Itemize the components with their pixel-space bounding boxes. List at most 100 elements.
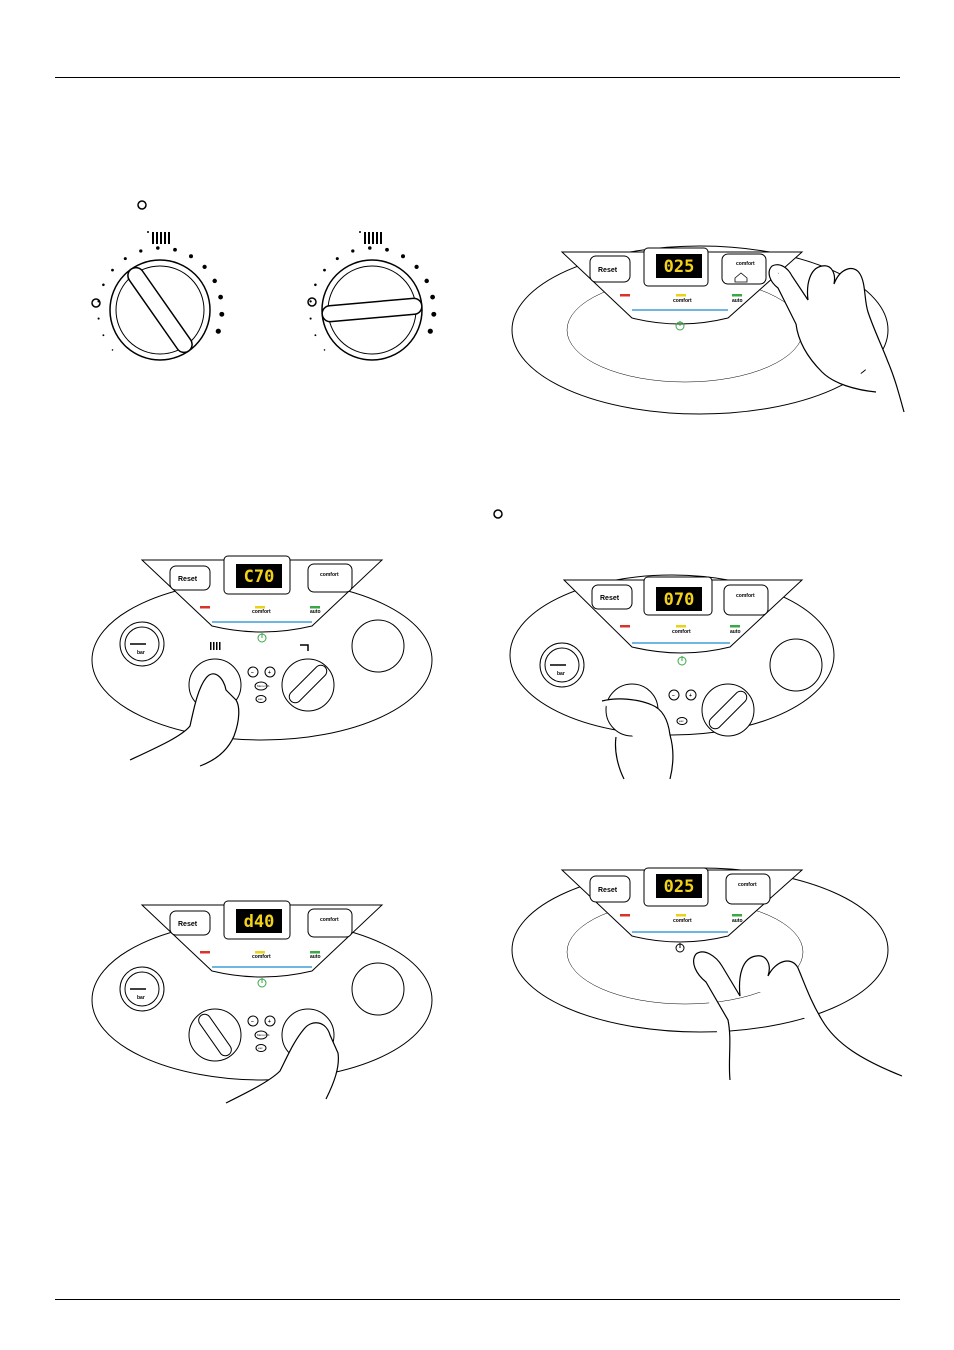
led-red	[620, 914, 630, 917]
power-icon[interactable]	[258, 978, 266, 987]
scale-dot	[173, 248, 177, 252]
scale-dot	[202, 265, 206, 269]
radiator-icon	[147, 231, 170, 244]
led-red	[620, 625, 630, 628]
fig-mid-left: Reset C70 comfort comfort auto bar − + M…	[90, 550, 435, 770]
comfort-label: comfort	[320, 572, 339, 578]
led-red	[620, 294, 630, 297]
scale-dot	[216, 329, 221, 334]
round-window	[770, 639, 822, 691]
tap-icon	[300, 645, 308, 651]
comfort-button[interactable]	[722, 254, 766, 284]
radiator-icon	[359, 231, 382, 244]
pressure-gauge-icon	[540, 643, 584, 687]
scale-dot	[431, 312, 436, 317]
display-value: 070	[664, 590, 695, 610]
scale-dot	[428, 329, 433, 334]
comfort-led-label: comfort	[252, 609, 271, 615]
scale-dot	[212, 279, 216, 283]
comfort-label: comfort	[736, 593, 755, 599]
fig-knobs	[80, 195, 460, 395]
hand-icon	[602, 699, 673, 779]
comfort-button[interactable]	[308, 564, 352, 592]
reset-label: Reset	[178, 576, 198, 583]
bar-label: bar	[557, 671, 565, 677]
fig-bottom-left: Reset d40 comfort comfort auto bar − + M…	[90, 895, 435, 1105]
menu-ok-label: Menu OK	[257, 684, 270, 688]
scale-dot	[414, 265, 418, 269]
marker-circle-icon	[494, 510, 502, 518]
comfort-led-label: comfort	[673, 298, 692, 304]
auto-led-label: auto	[310, 954, 321, 960]
scale-dot	[112, 349, 114, 351]
scale-dot	[156, 246, 160, 250]
comfort-button[interactable]	[308, 909, 352, 937]
led-green	[732, 914, 742, 917]
round-window	[352, 963, 404, 1015]
reset-label: Reset	[600, 595, 620, 602]
display-value: d40	[244, 912, 275, 932]
scale-dot	[385, 248, 389, 252]
scale-dot	[368, 246, 372, 250]
esc-label: esc	[679, 719, 684, 723]
auto-led-label: auto	[310, 609, 321, 615]
radiator-icon	[210, 642, 221, 650]
comfort-led-label: comfort	[673, 918, 692, 924]
bar-label: bar	[137, 650, 145, 656]
power-icon[interactable]	[678, 656, 686, 665]
display-value: 025	[664, 877, 695, 897]
hand-icon	[694, 952, 902, 1080]
heating-knob-left	[92, 231, 224, 360]
comfort-button[interactable]	[724, 585, 768, 615]
scale-dot	[139, 249, 142, 252]
scale-dot	[314, 334, 316, 336]
led-yellow	[676, 294, 686, 297]
scale-dot	[219, 312, 224, 317]
led-red	[200, 606, 210, 609]
scale-dot	[102, 284, 105, 287]
menu-ok-label: Menu OK	[257, 1033, 270, 1037]
comfort-button[interactable]	[726, 874, 770, 904]
scale-dot	[310, 318, 312, 320]
auto-led-label: auto	[732, 298, 743, 304]
esc-label: esc	[258, 1046, 263, 1050]
auto-led-label: auto	[730, 629, 741, 635]
scale-dot	[218, 295, 223, 300]
plus-label: +	[268, 670, 271, 676]
fig-bottom-right: Reset 025 comfort comfort auto	[510, 860, 905, 1080]
marker-circle-icon	[308, 298, 316, 306]
led-red	[200, 951, 210, 954]
bottom-rule	[55, 1299, 900, 1300]
scale-dot	[111, 269, 114, 272]
hand-icon	[769, 265, 904, 412]
plus-label: +	[689, 693, 692, 699]
marker-circle-icon	[92, 299, 100, 307]
power-icon[interactable]	[676, 943, 684, 952]
comfort-label: comfort	[736, 261, 755, 267]
bar-label: bar	[137, 995, 145, 1001]
comfort-label: comfort	[738, 882, 757, 888]
round-window	[352, 620, 404, 672]
top-rule	[55, 77, 900, 78]
comfort-led-label: comfort	[252, 954, 271, 960]
scale-dot	[102, 334, 104, 336]
reset-label: Reset	[598, 887, 618, 894]
esc-label: esc	[258, 697, 263, 701]
hand-icon	[130, 674, 239, 766]
power-icon[interactable]	[258, 633, 266, 642]
fig-top-right: Reset 025 comfort comfort auto	[510, 240, 905, 420]
reset-label: Reset	[598, 267, 618, 274]
heating-knob-right	[308, 231, 436, 360]
scale-dot	[314, 284, 317, 287]
scale-dot	[124, 257, 127, 260]
led-yellow	[676, 625, 686, 628]
scale-dot	[323, 269, 326, 272]
display-value: 025	[664, 257, 695, 277]
minus-label: −	[251, 1019, 254, 1025]
scale-dot	[401, 254, 405, 258]
minus-label: −	[251, 670, 254, 676]
scale-dot	[424, 279, 428, 283]
minus-label: −	[672, 693, 675, 699]
plus-label: +	[268, 1019, 271, 1025]
led-green	[730, 625, 740, 628]
